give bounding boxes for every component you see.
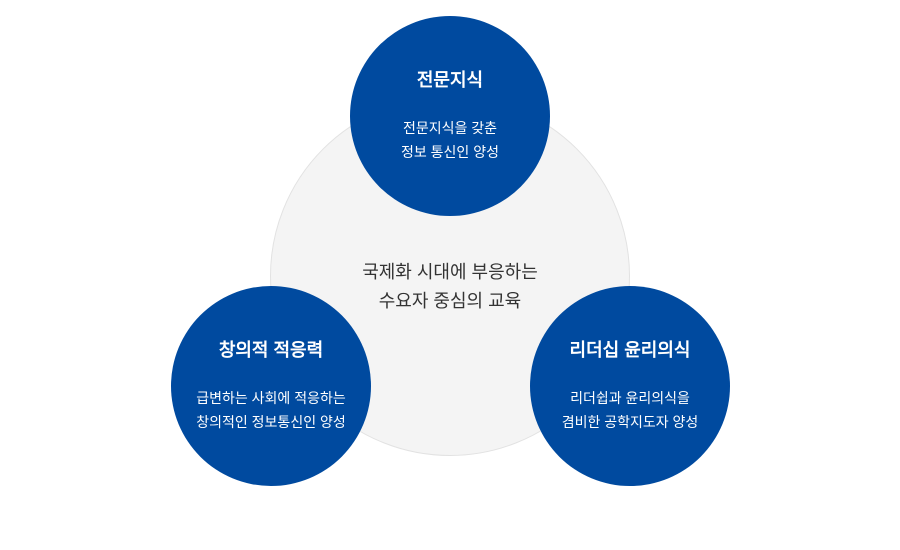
description-line: 정보 통신인 양성 (401, 144, 499, 160)
circle-leadership: 리더십 윤리의식 리더쉽과 윤리의식을 겸비한 공학지도자 양성 (530, 286, 730, 486)
circle-creativity: 창의적 적응력 급변하는 사회에 적응하는 창의적인 정보통신인 양성 (171, 286, 371, 486)
circle-expertise: 전문지식 전문지식을 갖춘 정보 통신인 양성 (350, 16, 550, 216)
circle-description: 급변하는 사회에 적응하는 창의적인 정보통신인 양성 (171, 386, 371, 434)
center-line-2: 수요자 중심의 교육 (378, 291, 522, 311)
description-line: 겸비한 공학지도자 양성 (561, 414, 699, 430)
circle-title: 전문지식 (416, 70, 484, 90)
description-line: 전문지식을 갖춘 (402, 120, 498, 136)
circle-description: 리더쉽과 윤리의식을 겸비한 공학지도자 양성 (530, 386, 730, 434)
circle-title: 창의적 적응력 (218, 340, 324, 360)
center-text: 국제화 시대에 부응하는 수요자 중심의 교육 (300, 258, 600, 316)
description-line: 창의적인 정보통신인 양성 (196, 414, 346, 430)
circle-title: 리더십 윤리의식 (569, 340, 691, 360)
description-line: 리더쉽과 윤리의식을 (570, 390, 690, 406)
center-line-1: 국제화 시대에 부응하는 (362, 262, 538, 282)
description-line: 급변하는 사회에 적응하는 (196, 390, 346, 406)
circle-description: 전문지식을 갖춘 정보 통신인 양성 (350, 116, 550, 164)
